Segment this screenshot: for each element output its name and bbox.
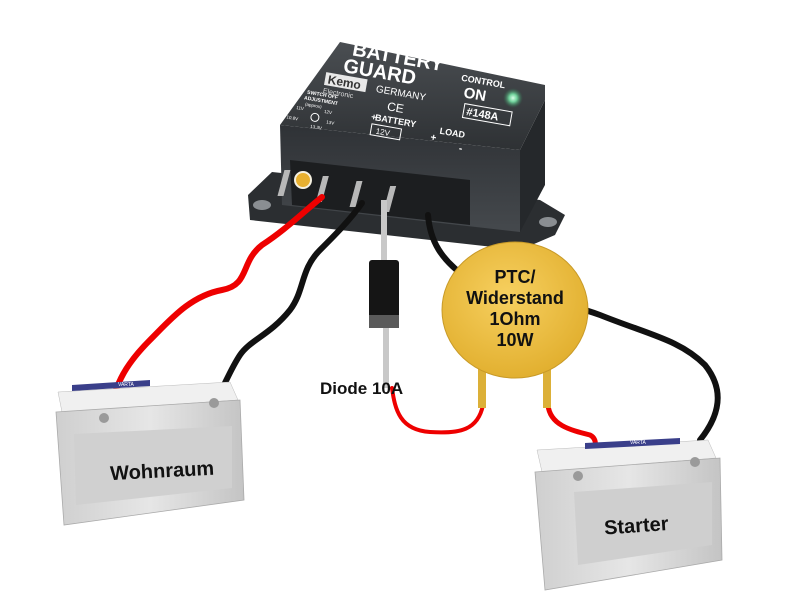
terminal-3 (349, 181, 363, 207)
model-number: #148A (465, 106, 499, 123)
wire-black-starter (425, 212, 721, 443)
battery-right-terminal-plus (573, 471, 583, 481)
adjustment-potentiometer[interactable] (294, 171, 312, 189)
load-plus: + (429, 132, 437, 144)
battery-wohnraum: VARTA Wohnraum (55, 380, 245, 526)
voltage-13-3: 13.3V (310, 124, 322, 131)
voltage-12: 12V (324, 109, 333, 115)
battery-symbol (369, 123, 403, 141)
switch-off-line1: SWITCH OFF (307, 90, 339, 101)
voltage-13: 13V (326, 119, 335, 125)
battery-left-terminal-plus (99, 413, 109, 423)
battery-right-label-panel (574, 482, 712, 565)
diode-body (369, 260, 399, 328)
battery-starter: VARTA Starter (534, 438, 723, 591)
on-label: ON (462, 84, 487, 105)
switch-off-adjustment: SWITCH OFF ADJUSTMENT (approx) 11V 12V 1… (286, 90, 339, 131)
diode-lead-bottom (383, 328, 389, 388)
battery-left-brand: VARTA (118, 382, 135, 388)
control-led (503, 88, 523, 108)
battery-right-label: Starter (603, 513, 669, 539)
ptc-leg-left (478, 360, 486, 408)
battery-guard-module: BATTERY GUARD Kemo Electronic GERMANY CO… (248, 38, 565, 250)
diode-label: Diode 10A (320, 379, 403, 398)
module-top (280, 42, 545, 150)
ptc-line2: Widerstand (466, 288, 564, 308)
terminal-1 (277, 170, 291, 196)
switch-off-line3: (approx) (305, 102, 323, 110)
battery-left-label: Wohnraum (110, 458, 215, 485)
battery-right-brand: VARTA (630, 440, 647, 446)
wire-red-diode-ptc (390, 386, 485, 435)
battery-right-brand-strip (585, 438, 680, 449)
ptc-line4: 10W (496, 330, 533, 350)
ptc-resistor: PTC/ Widerstand 1Ohm 10W (441, 241, 589, 408)
ptc-disc (441, 241, 589, 379)
module-side (520, 100, 545, 232)
adjust-dial-icon (310, 112, 320, 122)
load-label: LOAD (439, 126, 466, 140)
mounting-hole-right (539, 217, 557, 227)
ce-mark: CE (386, 99, 405, 116)
ptc-line1: PTC/ (494, 267, 535, 287)
battery-left-terminal-minus (209, 398, 219, 408)
battery-plus: + (370, 112, 377, 123)
diode-cathode-band (369, 315, 399, 328)
battery-right-terminal-minus (690, 457, 700, 467)
diode-lead-top (381, 200, 387, 260)
wire-red-wohnraum (102, 194, 325, 423)
diode: Diode 10A (320, 200, 403, 398)
battery-left-brand-strip (72, 380, 150, 391)
voltage-11: 11V (296, 105, 304, 111)
brand-logo: Kemo (327, 73, 362, 93)
mounting-hole-left (253, 200, 271, 210)
switch-off-line2: ADJUSTMENT (304, 95, 339, 107)
battery-left-label-panel (74, 426, 232, 505)
voltage-10-8: 10.8V (286, 114, 298, 121)
ptc-line3: 1Ohm (489, 309, 540, 329)
load-minus: - (458, 143, 463, 154)
model-box (461, 103, 513, 127)
brand-box (323, 72, 368, 93)
battery-voltage: 12V (375, 127, 391, 138)
wire-black-wohnraum (212, 200, 365, 405)
ptc-leg-right (543, 360, 551, 408)
terminal-cavity (290, 160, 470, 225)
